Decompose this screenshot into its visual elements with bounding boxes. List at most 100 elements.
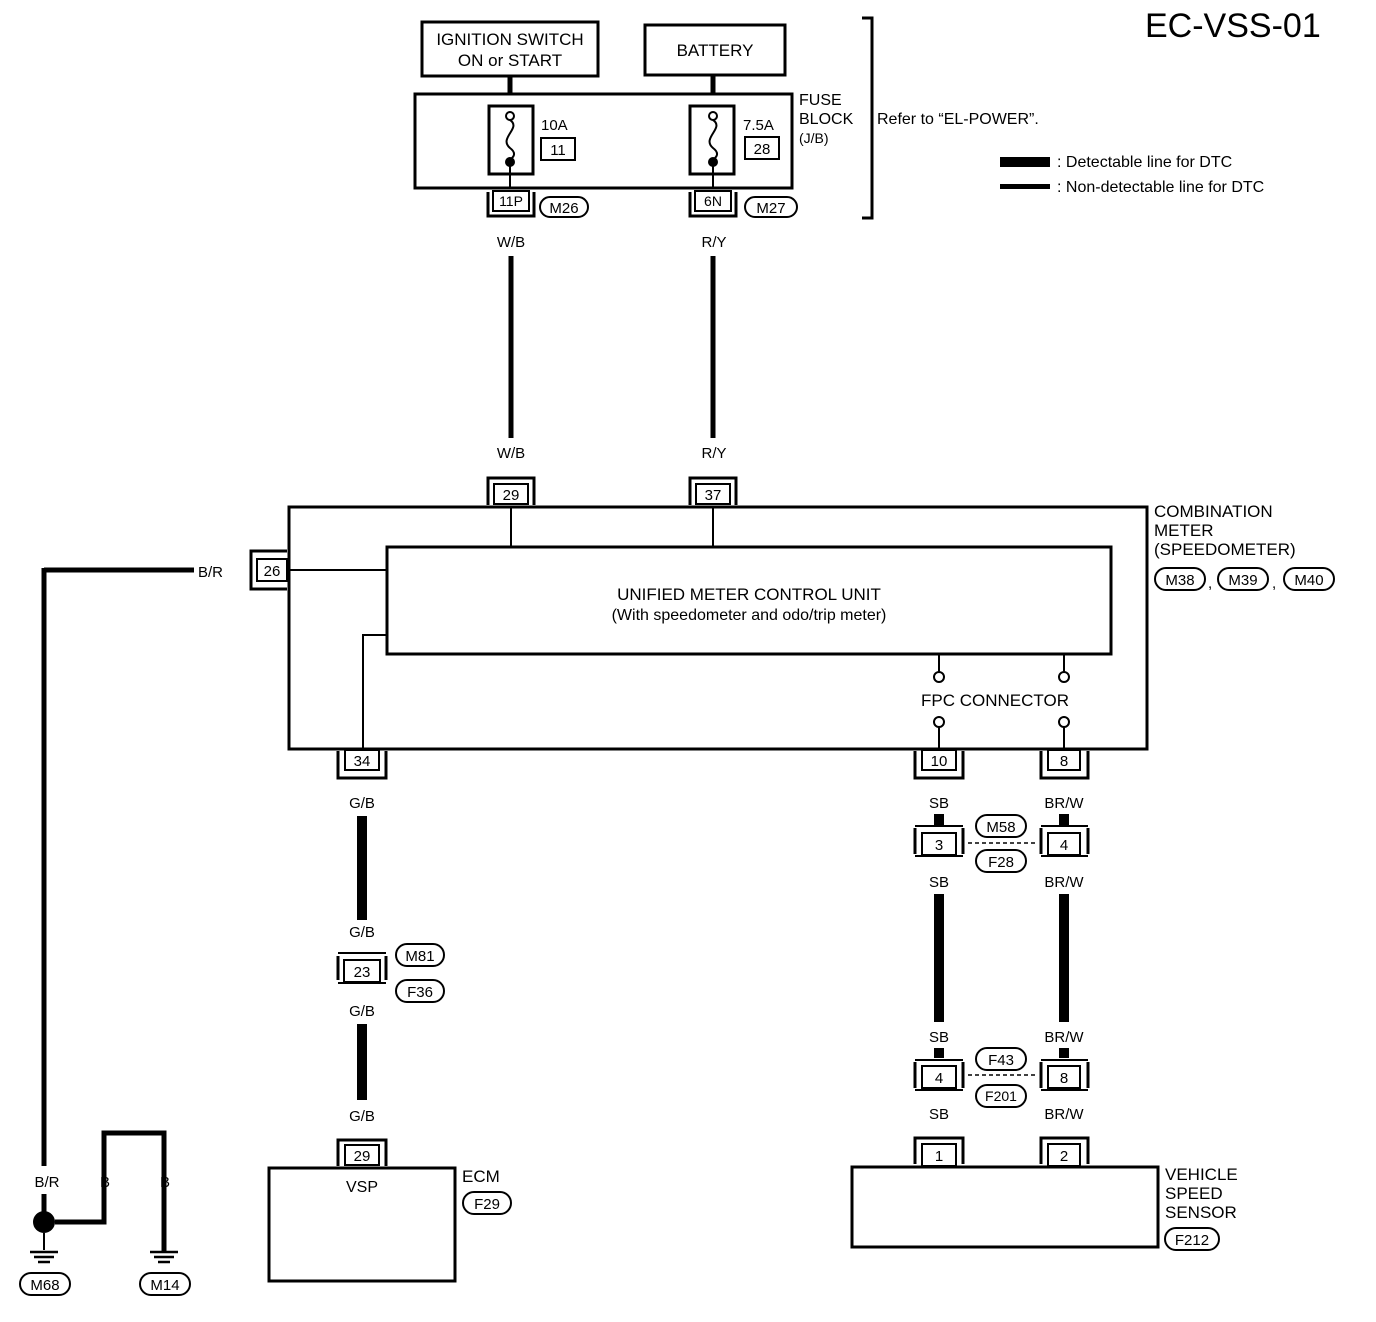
svg-text:8: 8 [1060, 753, 1068, 770]
fuse-right-number: 28 [754, 141, 771, 158]
wire-label-br-top: B/R [198, 564, 223, 581]
meter-pin-34: 34 [336, 749, 388, 780]
svg-text:M68: M68 [30, 1277, 59, 1294]
wire-label-gb-4: G/B [349, 1108, 375, 1125]
wire-label-brw-4: BR/W [1044, 1106, 1084, 1123]
fuse-terminal-11p: 11P [486, 190, 536, 218]
fuse-right-rating: 7.5A [743, 117, 774, 134]
svg-text:M40: M40 [1294, 572, 1323, 589]
svg-text:F28: F28 [988, 854, 1014, 871]
wire-label-ry-top: R/Y [701, 234, 726, 251]
svg-text:37: 37 [705, 487, 722, 504]
ground-m68-icon [30, 1250, 58, 1264]
vss-pin-2: 2 [1039, 1136, 1090, 1167]
connector-m38-tag: M38 [1154, 567, 1206, 591]
ecm-box: VSP [267, 1166, 457, 1283]
svg-text:4: 4 [935, 1070, 943, 1087]
ecm-label: ECM [462, 1167, 500, 1186]
meter-pin-29: 29 [486, 476, 536, 505]
svg-text:34: 34 [354, 753, 371, 770]
vss-pin-1: 1 [913, 1136, 965, 1167]
svg-text:2: 2 [1060, 1148, 1068, 1165]
svg-text:10: 10 [931, 753, 948, 770]
svg-text:3: 3 [935, 837, 943, 854]
wire-label-sb-2: SB [929, 874, 949, 891]
detectable-line-swatch [1000, 157, 1050, 167]
fuse-left-rating: 10A [541, 117, 568, 134]
svg-text:26: 26 [264, 563, 281, 580]
fuse-block-label-1: FUSE [799, 92, 842, 109]
refer-el-power: Refer to “EL-POWER”. [877, 111, 1039, 128]
wire-label-br-bottom: B/R [34, 1174, 59, 1191]
ignition-label-1: IGNITION SWITCH [436, 30, 583, 49]
connector-f201-tag: F201 [975, 1084, 1027, 1108]
svg-text:1: 1 [935, 1148, 943, 1165]
fuse-block: 10A 11 7.5A 28 [413, 92, 794, 190]
wire-label-ry-bottom: R/Y [701, 445, 726, 462]
splice-point-icon [33, 1211, 55, 1233]
separator: , [1272, 575, 1276, 592]
connector-m39-tag: M39 [1217, 567, 1269, 591]
connector-f29-tag: F29 [462, 1191, 512, 1215]
legend: : Detectable line for DTC : Non-detectab… [1000, 154, 1264, 196]
separator: , [1208, 575, 1212, 592]
wire-label-sb-4: SB [929, 1106, 949, 1123]
meter-pin-37: 37 [688, 476, 738, 505]
non-detectable-line-swatch [1000, 184, 1050, 189]
connector-f28-tag: F28 [975, 849, 1027, 873]
vss-label-3: SENSOR [1165, 1203, 1237, 1222]
vehicle-speed-sensor-box [850, 1165, 1160, 1249]
meter-label-3: (SPEEDOMETER) [1154, 540, 1296, 559]
svg-text:11P: 11P [499, 193, 523, 209]
fuse-terminal-6n: 6N [688, 190, 738, 218]
fpc-connector: FPC CONNECTOR [921, 654, 1070, 749]
svg-text:M27: M27 [756, 200, 785, 217]
ground-m14-icon [150, 1250, 178, 1264]
fuse-block-label-2: BLOCK [799, 111, 854, 128]
unit-label-2: (With speedometer and odo/trip meter) [612, 607, 887, 624]
fuse-left-number: 11 [550, 142, 566, 159]
svg-text:23: 23 [354, 964, 371, 981]
svg-text:29: 29 [503, 487, 520, 504]
connector-m58-tag: M58 [975, 814, 1027, 838]
vss-label-1: VEHICLE [1165, 1165, 1238, 1184]
page-code: EC-VSS-01 [1145, 7, 1321, 45]
junction-4b: 4 [913, 1059, 965, 1091]
meter-label-2: METER [1154, 521, 1214, 540]
svg-text:F36: F36 [407, 984, 433, 1001]
unified-meter-control-unit: UNIFIED METER CONTROL UNIT (With speedom… [385, 545, 1113, 656]
meter-label-1: COMBINATION [1154, 502, 1273, 521]
wire-label-wb-top: W/B [497, 234, 525, 251]
legend-detectable: : Detectable line for DTC [1057, 154, 1232, 171]
junction-4a: 4 [1039, 825, 1090, 857]
svg-text:M81: M81 [405, 948, 434, 965]
wire-label-brw-3: BR/W [1044, 1029, 1084, 1046]
svg-text:6N: 6N [704, 193, 722, 209]
junction-8b: 8 [1039, 1059, 1090, 1091]
connector-m40-tag: M40 [1283, 567, 1335, 591]
junction-23: 23 [336, 952, 388, 984]
svg-text:M39: M39 [1228, 572, 1257, 589]
svg-text:8: 8 [1060, 1070, 1068, 1087]
svg-text:F201: F201 [985, 1088, 1017, 1104]
wire-label-gb-2: G/B [349, 924, 375, 941]
ecm-vsp-terminal: VSP [346, 1179, 378, 1196]
connector-f36-tag: F36 [395, 979, 445, 1003]
ignition-switch-box: IGNITION SWITCH ON or START [420, 20, 600, 78]
svg-text:4: 4 [1060, 837, 1068, 854]
connector-m26-tag: M26 [539, 196, 589, 218]
legend-non-detectable: : Non-detectable line for DTC [1057, 179, 1264, 196]
svg-text:M38: M38 [1165, 572, 1194, 589]
unit-label-1: UNIFIED METER CONTROL UNIT [617, 585, 881, 604]
vss-label-2: SPEED [1165, 1184, 1223, 1203]
connector-m14-tag: M14 [139, 1272, 191, 1296]
wire-label-brw-1: BR/W [1044, 795, 1084, 812]
battery-label: BATTERY [677, 41, 754, 60]
battery-box: BATTERY [643, 23, 787, 77]
fpc-connector-label: FPC CONNECTOR [921, 691, 1069, 710]
connector-f212-tag: F212 [1164, 1227, 1220, 1251]
ecm-pin-29: 29 [336, 1138, 388, 1166]
svg-text:29: 29 [354, 1148, 371, 1165]
fuse-block-label-3: (J/B) [799, 130, 829, 146]
